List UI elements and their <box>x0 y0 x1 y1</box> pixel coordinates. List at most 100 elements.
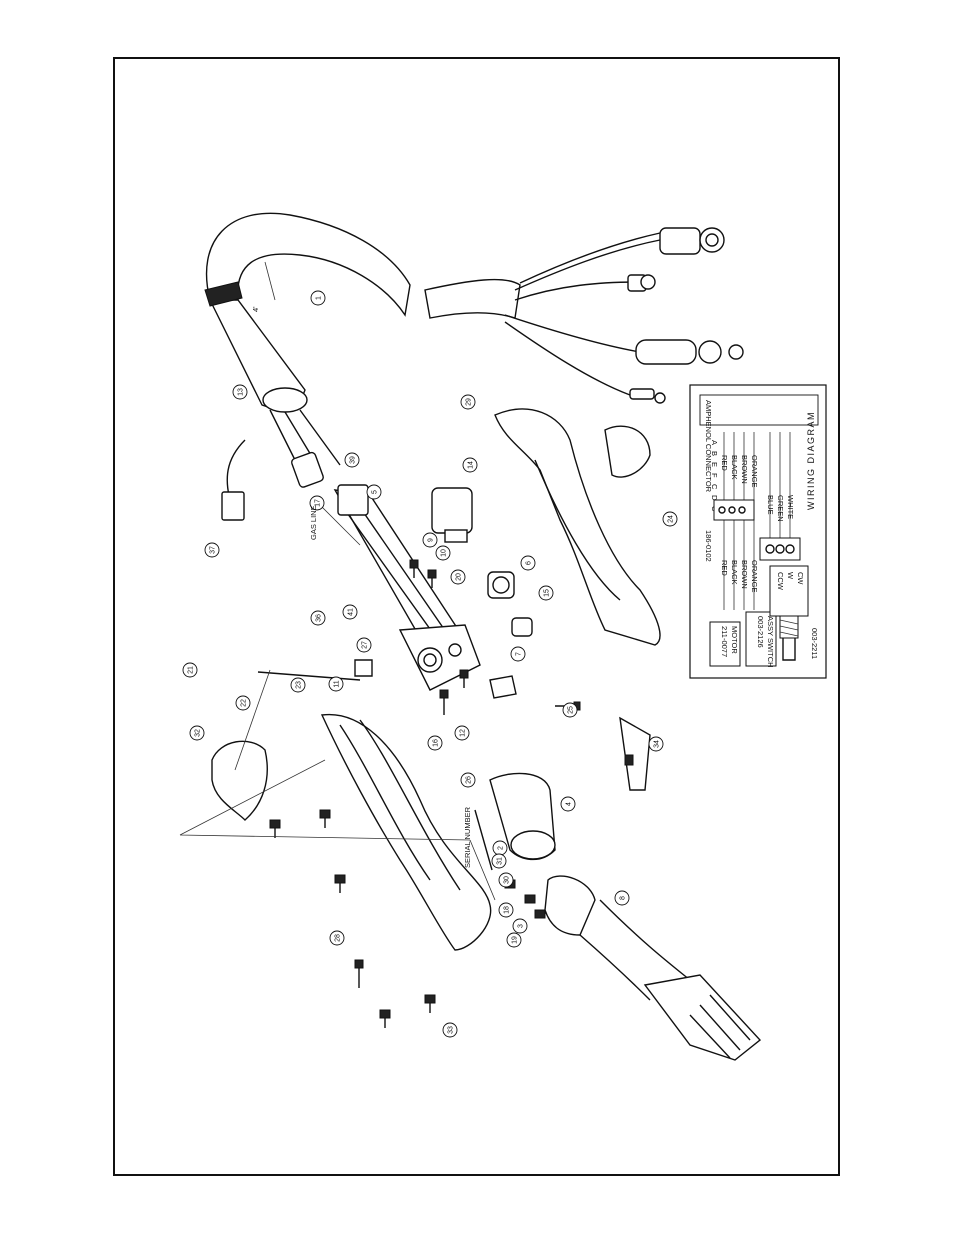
callout-4: 4 <box>560 796 576 812</box>
svg-text:16: 16 <box>433 739 440 747</box>
callout-13: 13 <box>232 384 248 400</box>
svg-text:11: 11 <box>334 680 341 687</box>
svg-text:19: 19 <box>512 936 519 944</box>
svg-text:37: 37 <box>210 546 217 554</box>
svg-text:17: 17 <box>315 499 322 507</box>
svg-text:20: 20 <box>456 573 463 581</box>
svg-text:9: 9 <box>428 538 435 542</box>
callout-25: 25 <box>562 702 578 718</box>
callout-27: 27 <box>356 637 372 653</box>
motor-part-label: 211-0077 <box>720 626 729 657</box>
svg-text:39: 39 <box>350 456 357 464</box>
svg-text:4: 4 <box>566 802 573 806</box>
svg-text:2: 2 <box>498 846 505 850</box>
wire-top-black: BLACK <box>730 455 739 480</box>
svg-text:41: 41 <box>348 608 355 616</box>
svg-text:8: 8 <box>620 896 627 900</box>
pot-term-cw: CW <box>796 572 805 585</box>
svg-text:27: 27 <box>362 641 369 649</box>
svg-text:21: 21 <box>188 666 195 674</box>
callout-22: 22 <box>235 695 251 711</box>
callout-23: 23 <box>290 677 306 693</box>
svg-text:5: 5 <box>372 490 379 494</box>
pin-B-1: B <box>710 451 719 456</box>
pin-C-4: C <box>710 484 719 490</box>
callout-11: 11 <box>328 676 344 692</box>
leader-lines <box>179 504 496 901</box>
callout-16: 16 <box>427 735 443 751</box>
callout-7: 7 <box>510 646 526 662</box>
svg-text:18: 18 <box>504 906 511 914</box>
pin-A-0: A <box>710 440 719 445</box>
wire-left-red: RED <box>720 560 729 576</box>
svg-text:6: 6 <box>526 561 533 565</box>
svg-text:31: 31 <box>497 857 504 865</box>
svg-text:3: 3 <box>518 924 525 928</box>
callout-20: 20 <box>450 569 466 585</box>
svg-text:1: 1 <box>316 296 323 300</box>
callout-bubbles: 1 13 37 17 39 5 9 10 20 41 36 21 22 27 11 16 12 6 14 15 7 25 2… <box>182 290 678 1038</box>
svg-text:32: 32 <box>195 729 202 737</box>
pin-F-3: F <box>710 473 719 478</box>
svg-text:15: 15 <box>544 589 551 597</box>
callout-26: 26 <box>460 772 476 788</box>
callout-3: 3 <box>512 918 528 934</box>
screws <box>269 559 634 1028</box>
svg-text:22: 22 <box>241 699 248 707</box>
callout-6: 6 <box>520 555 536 571</box>
callout-39: 39 <box>344 452 360 468</box>
callout-2: 2 <box>492 840 508 856</box>
pot-term-ccw: CCW <box>776 572 785 591</box>
callout-36: 36 <box>310 610 326 626</box>
wiring-diagram-title: WIRING DIAGRAM <box>806 411 816 510</box>
pin-E-2: E <box>710 462 719 467</box>
callout-9: 9 <box>422 532 438 548</box>
callout-34: 34 <box>648 736 664 752</box>
page-frame <box>113 57 840 1176</box>
callout-24: 24 <box>662 511 678 527</box>
callout-33: 33 <box>442 1022 458 1038</box>
terminal-block-label: 186-0102 <box>704 530 713 562</box>
svg-text:25: 25 <box>568 706 575 714</box>
wire-pot-blue: BLUE <box>766 495 775 515</box>
svg-text:13: 13 <box>238 388 245 396</box>
wiring-diagram: AMPHENOL CONNECTOR ABEFCDC REDBLACKBROWN… <box>689 384 827 679</box>
pin-D-5: D <box>710 495 719 501</box>
svg-text:33: 33 <box>448 1026 455 1034</box>
wire-left-brown: BROWN <box>740 560 749 589</box>
svg-text:12: 12 <box>460 729 467 737</box>
callout-12: 12 <box>454 725 470 741</box>
callout-10: 10 <box>435 545 451 561</box>
barrel-assembly <box>474 772 762 1061</box>
amphenol-connector-label: AMPHENOL CONNECTOR <box>704 400 713 493</box>
wire-left-orange: ORANGE <box>750 560 759 593</box>
motor-label: MOTOR <box>730 626 739 654</box>
svg-text:34: 34 <box>654 740 661 748</box>
callout-41: 41 <box>342 604 358 620</box>
svg-text:29: 29 <box>466 398 473 406</box>
svg-text:14: 14 <box>468 461 475 469</box>
svg-text:10: 10 <box>441 549 448 557</box>
callout-29: 29 <box>460 394 476 410</box>
callout-31: 31 <box>491 853 507 869</box>
svg-text:24: 24 <box>668 515 675 523</box>
cable-length-dim: 4' <box>251 306 260 312</box>
callout-15: 15 <box>538 585 554 601</box>
svg-text:30: 30 <box>504 876 511 884</box>
callout-1: 1 <box>310 290 326 306</box>
wire-left-black: BLACK <box>730 560 739 585</box>
callout-14: 14 <box>462 457 478 473</box>
wire-top-orange: ORANGE <box>750 455 759 488</box>
callout-28: 28 <box>329 930 345 946</box>
switch-label: ASSY SWITCH <box>766 616 775 668</box>
callout-8: 8 <box>614 890 630 906</box>
gas-line-label: GAS LINE <box>309 505 318 540</box>
callout-18: 18 <box>498 902 514 918</box>
drive-body <box>257 484 533 699</box>
pot-part-label: 003-2211 <box>810 628 819 659</box>
svg-text:7: 7 <box>516 652 523 656</box>
handle-halves <box>211 408 661 951</box>
